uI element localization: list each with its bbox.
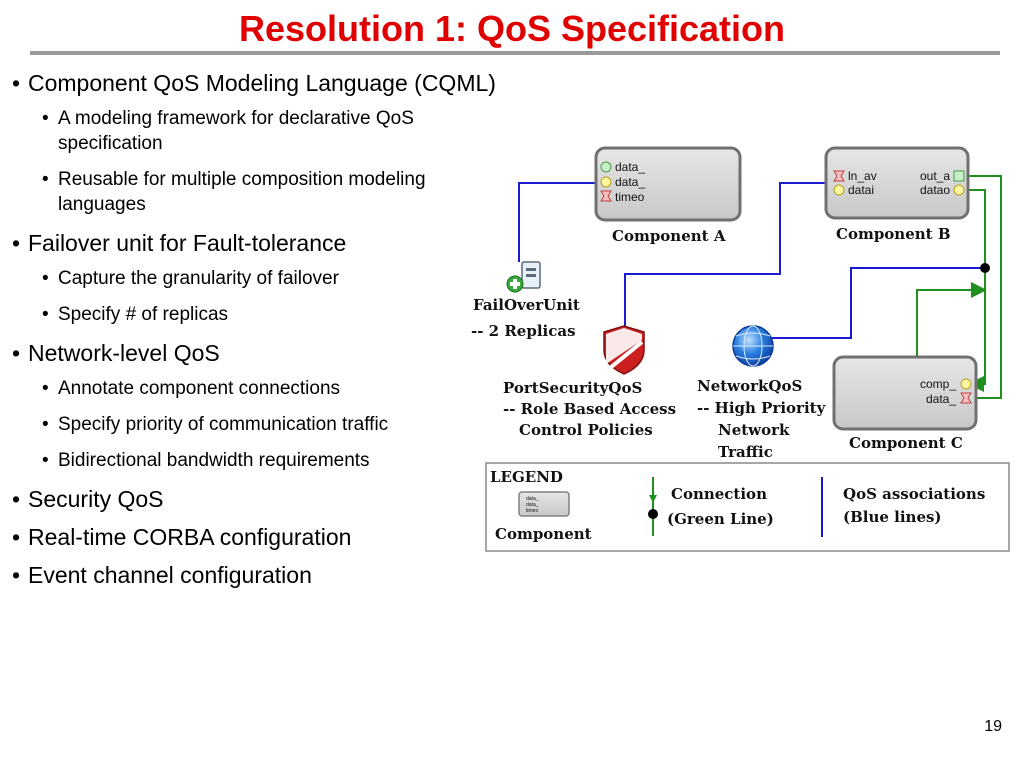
port-label: ln_av [848, 169, 877, 183]
legend-title: LEGEND [490, 468, 563, 486]
component-a-label: Component A [612, 227, 726, 245]
legend-mini-port: data_ [526, 496, 539, 502]
legend-component-label: Component [495, 525, 592, 543]
legend-qos-label: QoS associations [843, 485, 985, 503]
network-qos-line3: Network [718, 421, 790, 439]
bullet-item: •Security QoS [12, 486, 164, 512]
component-b-label: Component B [836, 225, 951, 243]
port-label: datao [920, 183, 950, 197]
bullet-text: Event channel configuration [28, 562, 312, 588]
network-qos-label: NetworkQoS [697, 377, 802, 395]
blue-line-failover-to-a [518, 182, 597, 262]
legend-qos-sub: (Blue lines) [843, 508, 942, 526]
port-security-label: PortSecurityQoS [503, 379, 642, 397]
slide-title: Resolution 1: QoS Specification [238, 8, 786, 49]
green-line-outa-to-datac [965, 175, 1002, 399]
bullet-list: •Component QoS Modeling Language (CQML) … [12, 68, 502, 598]
bullet-text: Annotate component connections [58, 378, 341, 399]
sub-bullet-item: •Capture the granularity of failover [42, 268, 339, 289]
legend-green-arrow [649, 495, 657, 503]
bullet-text: Failover unit for Fault-tolerance [28, 230, 347, 256]
bullet-item: •Real-time CORBA configuration [12, 524, 352, 550]
port-label: datai [848, 183, 874, 197]
port-security-line2: -- Role Based Access [503, 400, 676, 418]
bullet-text: Specify # of replicas [58, 304, 229, 325]
bullet-text: A modeling framework for declarative QoS… [58, 108, 414, 154]
port-label: timeo [615, 190, 645, 204]
component-c-label: Component C [849, 434, 963, 452]
bullet-text: Capture the granularity of failover [58, 268, 339, 289]
port-icon [833, 170, 965, 196]
bullet-item: •Network-level QoS [12, 340, 220, 366]
port-label: out_a [920, 169, 950, 183]
port-label: data_ [615, 160, 645, 174]
failover-label: FailOverUnit [473, 296, 580, 314]
port-icon [960, 378, 972, 404]
component-c[interactable]: comp_ data_ [832, 355, 978, 431]
port-label: comp_ [920, 377, 956, 391]
component-a[interactable]: data_ data_ timeo [594, 146, 742, 222]
network-qos-line2: -- High Priority [697, 399, 827, 417]
legend-component-swatch [518, 491, 570, 517]
legend-mini-port: data_ [526, 502, 539, 508]
port-label: data_ [926, 392, 956, 406]
bullet-text: Network-level QoS [28, 340, 220, 366]
legend-connection-label: Connection [671, 485, 767, 503]
legend-mini-port: timeo [526, 508, 538, 514]
page-number: 19 [984, 718, 1002, 735]
port-label: data_ [615, 175, 645, 189]
bullet-item: •Component QoS Modeling Language (CQML) [12, 70, 496, 96]
connection-junction [980, 263, 990, 273]
legend-junction-dot [648, 509, 658, 519]
green-line-datao-to-compc [965, 189, 986, 392]
bullet-item: •Event channel configuration [12, 562, 312, 588]
bullet-text: Specify priority of communication traffi… [58, 414, 389, 435]
sub-bullet-item: •Annotate component connections [42, 378, 341, 399]
sub-bullet-item: •Reusable for multiple composition model… [42, 169, 426, 215]
failover-unit-icon[interactable] [506, 261, 541, 293]
port-icon [600, 161, 612, 202]
network-qos-line4: Traffic [718, 443, 773, 461]
bullet-item: •Failover unit for Fault-tolerance [12, 230, 347, 256]
bullet-text: Component QoS Modeling Language (CQML) [28, 70, 496, 96]
port-security-line3: Control Policies [519, 421, 653, 439]
shield-icon[interactable] [603, 325, 645, 375]
globe-icon[interactable] [732, 325, 774, 367]
legend: LEGEND data_ data_ timeo Component Conne… [485, 462, 1010, 552]
bullet-text: Bidirectional bandwidth requirements [58, 450, 370, 471]
title-rule [30, 51, 1000, 55]
bullet-text: Reusable for multiple composition modeli… [58, 169, 426, 215]
bullet-text: Real-time CORBA configuration [28, 524, 352, 550]
sub-bullet-item: •Specify # of replicas [42, 304, 229, 325]
blue-line-network-to-connection [764, 267, 985, 339]
blue-line-security-to-b [624, 182, 832, 328]
sub-bullet-item: •Specify priority of communication traff… [42, 414, 389, 435]
qos-association-lines [518, 182, 985, 339]
sub-bullet-item: •A modeling framework for declarative Qo… [42, 108, 414, 154]
component-b[interactable]: ln_av datai out_a datao [824, 146, 970, 220]
bullet-text: Security QoS [28, 486, 164, 512]
legend-connection-sub: (Green Line) [667, 510, 774, 528]
sub-bullet-item: •Bidirectional bandwidth requirements [42, 450, 370, 471]
failover-sublabel: -- 2 Replicas [471, 322, 576, 340]
